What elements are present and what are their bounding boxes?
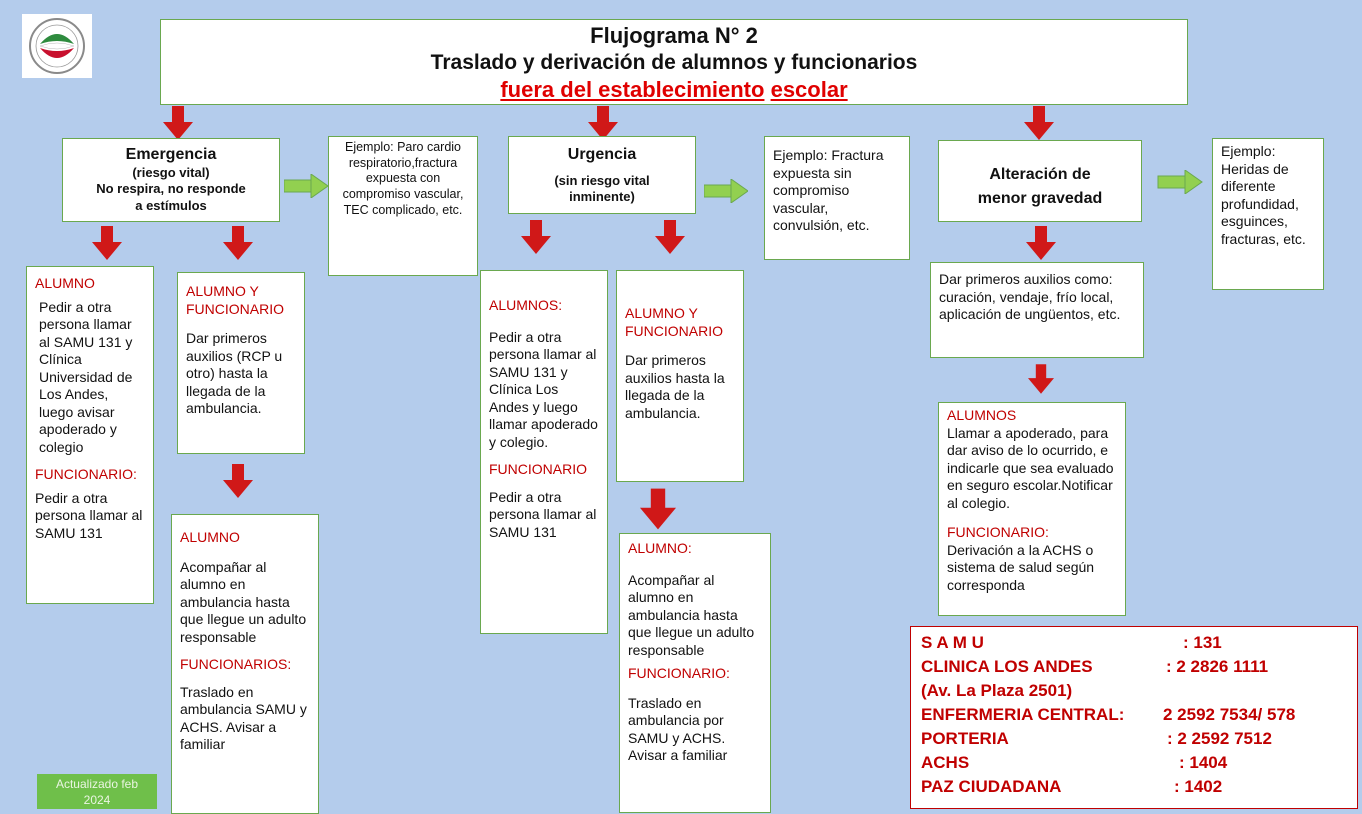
- urgencia-alumnos-box: ALUMNOS: Pedir a otra persona llamar al …: [480, 270, 608, 634]
- emergencia-example-box: Ejemplo: Paro cardio respiratorio,fractu…: [328, 136, 478, 276]
- contact-name: ACHS: [921, 753, 970, 772]
- alteracion-alumnos-box: ALUMNOS Llamar a apoderado, para dar avi…: [938, 402, 1126, 616]
- alteracion-example-text: Ejemplo: Heridas de diferente profundida…: [1221, 143, 1306, 247]
- contact-row: ENFERMERIA CENTRAL: 2 2592 7534/ 578: [921, 705, 1347, 729]
- arrow-down-icon: [640, 488, 676, 530]
- emergencia-alumno-box: ALUMNO Pedir a otra persona llamar al SA…: [26, 266, 154, 604]
- emergencia-after-func-text: Traslado en ambulancia SAMU y ACHS. Avis…: [180, 683, 307, 753]
- emergencia-ambos-label: ALUMNO Y FUNCIONARIO: [186, 283, 284, 317]
- contact-value: : 1402: [1174, 777, 1223, 796]
- contact-row: CLINICA LOS ANDES : 2 2826 1111: [921, 657, 1347, 681]
- contact-name: PAZ CIUDADANA: [921, 777, 1062, 796]
- alteracion-funcionario-label: FUNCIONARIO:: [947, 524, 1049, 540]
- arrow-right-icon: [704, 179, 748, 203]
- emergencia-title: Emergencia: [125, 146, 217, 163]
- contact-value: 2 2592 7534/ 578: [1163, 705, 1296, 724]
- urgencia-alumnos-text: Pedir a otra persona llamar al SAMU 131 …: [489, 328, 598, 450]
- contact-row: PORTERIA : 2 2592 7512: [921, 729, 1347, 753]
- emergencia-after-box: ALUMNO Acompañar al alumno en ambulancia…: [171, 514, 319, 814]
- arrow-down-icon: [223, 226, 253, 260]
- contact-name: ENFERMERIA CENTRAL:: [921, 705, 1125, 724]
- header-title-box: Flujograma N° 2 Traslado y derivación de…: [160, 19, 1188, 105]
- alteracion-primeros-box: Dar primeros auxilios como: curación, ve…: [930, 262, 1144, 358]
- title-line-3b: escolar: [770, 76, 848, 102]
- contact-name: PORTERIA: [921, 729, 1009, 748]
- urgencia-after-alumno-label: ALUMNO:: [628, 540, 692, 556]
- arrow-down-icon: [588, 106, 618, 140]
- contact-row: ACHS : 1404: [921, 753, 1347, 777]
- arrow-right-icon: [284, 174, 328, 198]
- emergencia-funcionario-text: Pedir a otra persona llamar al SAMU 131: [35, 489, 143, 541]
- emergencia-after-alumno-label: ALUMNO: [180, 529, 240, 545]
- emergencia-line3: No respira, no responde: [96, 181, 246, 197]
- emergencia-example-text: Ejemplo: Paro cardio respiratorio,fractu…: [342, 140, 464, 217]
- emergencia-funcionario-label: FUNCIONARIO:: [35, 466, 137, 482]
- contact-row: (Av. La Plaza 2501): [921, 681, 1347, 705]
- school-crest-logo-icon: [29, 18, 85, 74]
- urgencia-after-box: ALUMNO: Acompañar al alumno en ambulanci…: [619, 533, 771, 813]
- emergencia-line4: a estímulos: [135, 197, 207, 213]
- emergencia-line2: (riesgo vital): [132, 165, 210, 180]
- urgencia-line3: inminente): [569, 189, 635, 205]
- urgencia-after-alumno-text: Acompañar al alumno en ambulancia hasta …: [628, 571, 755, 658]
- arrow-down-icon: [655, 220, 685, 254]
- school-logo: [22, 14, 92, 78]
- urgencia-ambos-text: Dar primeros auxilios hasta la llegada d…: [625, 352, 725, 421]
- alteracion-primeros-text: Dar primeros auxilios como: curación, ve…: [939, 271, 1121, 322]
- urgencia-ambos-box: ALUMNO Y FUNCIONARIO Dar primeros auxili…: [616, 270, 744, 482]
- arrow-down-icon: [1026, 226, 1056, 260]
- alteracion-example-box: Ejemplo: Heridas de diferente profundida…: [1212, 138, 1324, 290]
- arrow-down-icon: [1024, 106, 1054, 140]
- arrow-down-icon: [521, 220, 551, 254]
- urgencia-title: Urgencia: [567, 146, 637, 163]
- updated-line-1: Actualizado feb: [55, 777, 139, 791]
- alteracion-box: Alteración de menor gravedad: [938, 140, 1142, 222]
- updated-badge: Actualizado feb 2024: [37, 774, 157, 809]
- arrow-down-icon: [223, 464, 253, 498]
- urgencia-example-box: Ejemplo: Fractura expuesta sin compromis…: [764, 136, 910, 260]
- emergencia-alumno-label: ALUMNO: [35, 275, 95, 291]
- contact-row: PAZ CIUDADANA : 1402: [921, 777, 1347, 801]
- emergencia-box: Emergencia (riesgo vital) No respira, no…: [62, 138, 280, 222]
- alteracion-title-2: menor gravedad: [977, 190, 1103, 207]
- contact-value: : 2 2592 7512: [1167, 729, 1272, 748]
- urgencia-example-text: Ejemplo: Fractura expuesta sin compromis…: [773, 147, 884, 233]
- title-line-1: Flujograma N° 2: [590, 23, 758, 48]
- alteracion-alumnos-text: Llamar a apoderado, para dar aviso de lo…: [947, 424, 1114, 511]
- emergencia-after-func-label: FUNCIONARIOS:: [180, 656, 292, 672]
- contact-value: : 1404: [1179, 753, 1228, 772]
- arrow-down-icon: [1028, 364, 1054, 394]
- emergencia-ambos-text: Dar primeros auxilios (RCP u otro) hasta…: [186, 330, 283, 416]
- urgencia-after-func-text: Traslado en ambulancia por SAMU y ACHS. …: [628, 694, 728, 764]
- urgencia-ambos-label: ALUMNO Y FUNCIONARIO: [625, 305, 723, 339]
- contact-name: (Av. La Plaza 2501): [921, 681, 1073, 700]
- alteracion-title-1: Alteración de: [989, 166, 1091, 183]
- urgencia-box: Urgencia (sin riesgo vital inminente): [508, 136, 696, 214]
- contact-name: CLINICA LOS ANDES: [921, 657, 1093, 676]
- title-line-3a: fuera del establecimiento: [500, 76, 765, 102]
- updated-line-2: 2024: [83, 792, 111, 807]
- contact-row: S A M U : 131: [921, 633, 1347, 657]
- urgencia-line2: (sin riesgo vital: [554, 173, 650, 188]
- contact-value: : 2 2826 1111: [1166, 657, 1269, 676]
- urgencia-funcionario-label: FUNCIONARIO: [489, 461, 587, 477]
- contact-value: : 131: [1183, 633, 1222, 652]
- urgencia-alumnos-label: ALUMNOS:: [489, 297, 563, 313]
- alteracion-alumnos-label: ALUMNOS: [947, 407, 1017, 423]
- urgencia-after-func-label: FUNCIONARIO:: [628, 665, 730, 681]
- arrow-right-icon: [1152, 170, 1208, 194]
- alteracion-funcionario-text: Derivación a la ACHS o sistema de salud …: [947, 541, 1095, 593]
- emergencia-ambos-box: ALUMNO Y FUNCIONARIO Dar primeros auxili…: [177, 272, 305, 454]
- emergencia-after-alumno-text: Acompañar al alumno en ambulancia hasta …: [180, 558, 307, 645]
- urgencia-funcionario-text: Pedir a otra persona llamar al SAMU 131: [489, 488, 597, 540]
- contact-name: S A M U: [921, 633, 984, 652]
- title-line-2: Traslado y derivación de alumnos y funci…: [430, 50, 918, 74]
- emergencia-alumno-text: Pedir a otra persona llamar al SAMU 131 …: [39, 298, 133, 455]
- arrow-down-icon: [163, 106, 193, 140]
- arrow-down-icon: [92, 226, 122, 260]
